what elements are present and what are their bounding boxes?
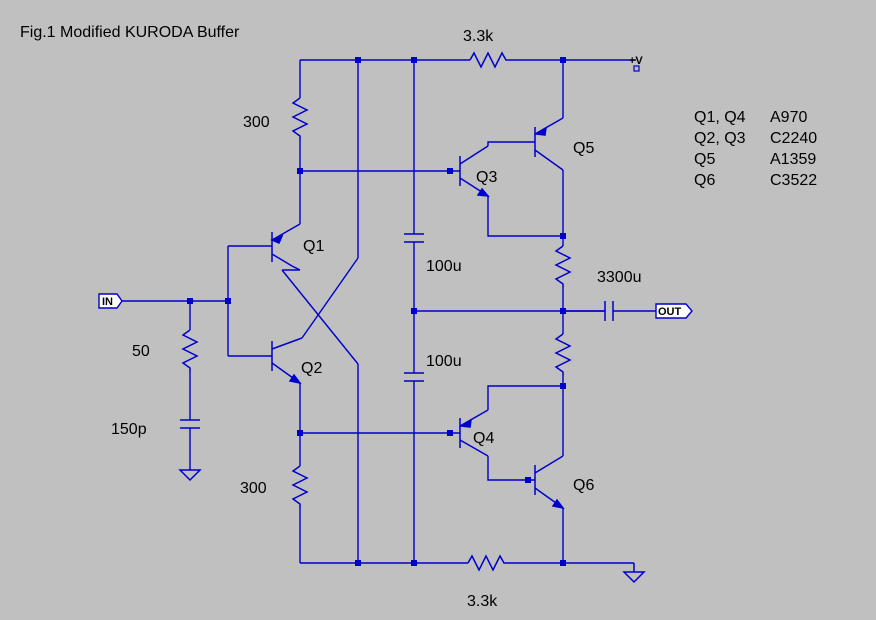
resistor-q1-bias xyxy=(291,97,309,140)
label-q5: Q5 xyxy=(573,140,594,157)
parts-list-part: A970 xyxy=(770,109,807,126)
capacitor-upper-rail xyxy=(404,233,424,243)
junction-dots xyxy=(187,57,566,566)
label-c-lower-rail: 100u xyxy=(426,353,462,370)
resistor-input-series xyxy=(181,329,199,372)
label-r-bottom-feedback: 3.3k xyxy=(467,593,498,610)
supply-port-label: +V xyxy=(629,55,643,67)
input-port-label: IN xyxy=(102,296,113,308)
output-port-label: OUT xyxy=(658,306,682,318)
label-c-input: 150p xyxy=(111,421,147,438)
capacitor-input xyxy=(180,419,200,429)
parts-list-ref: Q2, Q3 xyxy=(694,130,746,147)
parts-list-part: C3522 xyxy=(770,172,817,189)
transistor-q1 xyxy=(270,223,301,271)
parts-list-ref: Q5 xyxy=(694,151,715,168)
label-r-q1-bias: 300 xyxy=(243,114,270,131)
parts-list-part: C2240 xyxy=(770,130,817,147)
ground-symbol-input xyxy=(178,468,202,482)
supply-port: +V xyxy=(618,55,643,72)
wires xyxy=(122,59,656,564)
label-c-output: 3300u xyxy=(597,269,642,286)
transistor-q4 xyxy=(450,409,489,457)
transistor-q2 xyxy=(271,337,303,385)
resistor-bottom-feedback xyxy=(467,554,508,572)
label-r-input-series: 50 xyxy=(132,343,150,360)
label-q6: Q6 xyxy=(573,477,594,494)
capacitor-output xyxy=(604,301,614,321)
parts-list-ref: Q6 xyxy=(694,172,715,189)
figure-title: Fig.1 Modified KURODA Buffer xyxy=(20,24,240,41)
resistor-q2-bias xyxy=(291,465,309,508)
parts-list-part: A1359 xyxy=(770,151,816,168)
label-q3: Q3 xyxy=(476,169,497,186)
capacitor-lower-rail xyxy=(404,372,424,382)
transistor-q6 xyxy=(530,455,565,510)
parts-list-ref: Q1, Q4 xyxy=(694,109,746,126)
ground-symbol-output xyxy=(622,563,646,584)
label-q2: Q2 xyxy=(301,360,322,377)
transistor-q5 xyxy=(530,117,564,171)
label-q4: Q4 xyxy=(473,430,494,447)
label-r-q2-bias: 300 xyxy=(240,480,267,497)
resistor-upper-output xyxy=(554,245,572,288)
resistor-lower-output xyxy=(554,333,572,376)
output-port: OUT xyxy=(655,303,693,319)
resistor-top-feedback xyxy=(469,51,510,69)
label-r-top-feedback: 3.3k xyxy=(463,28,494,45)
label-c-upper-rail: 100u xyxy=(426,258,462,275)
parts-list: Q1, Q4 A970 Q2, Q3 C2240 Q5 A1359 Q6 C35… xyxy=(694,109,817,189)
label-q1: Q1 xyxy=(303,238,324,255)
input-port: IN xyxy=(98,293,123,309)
